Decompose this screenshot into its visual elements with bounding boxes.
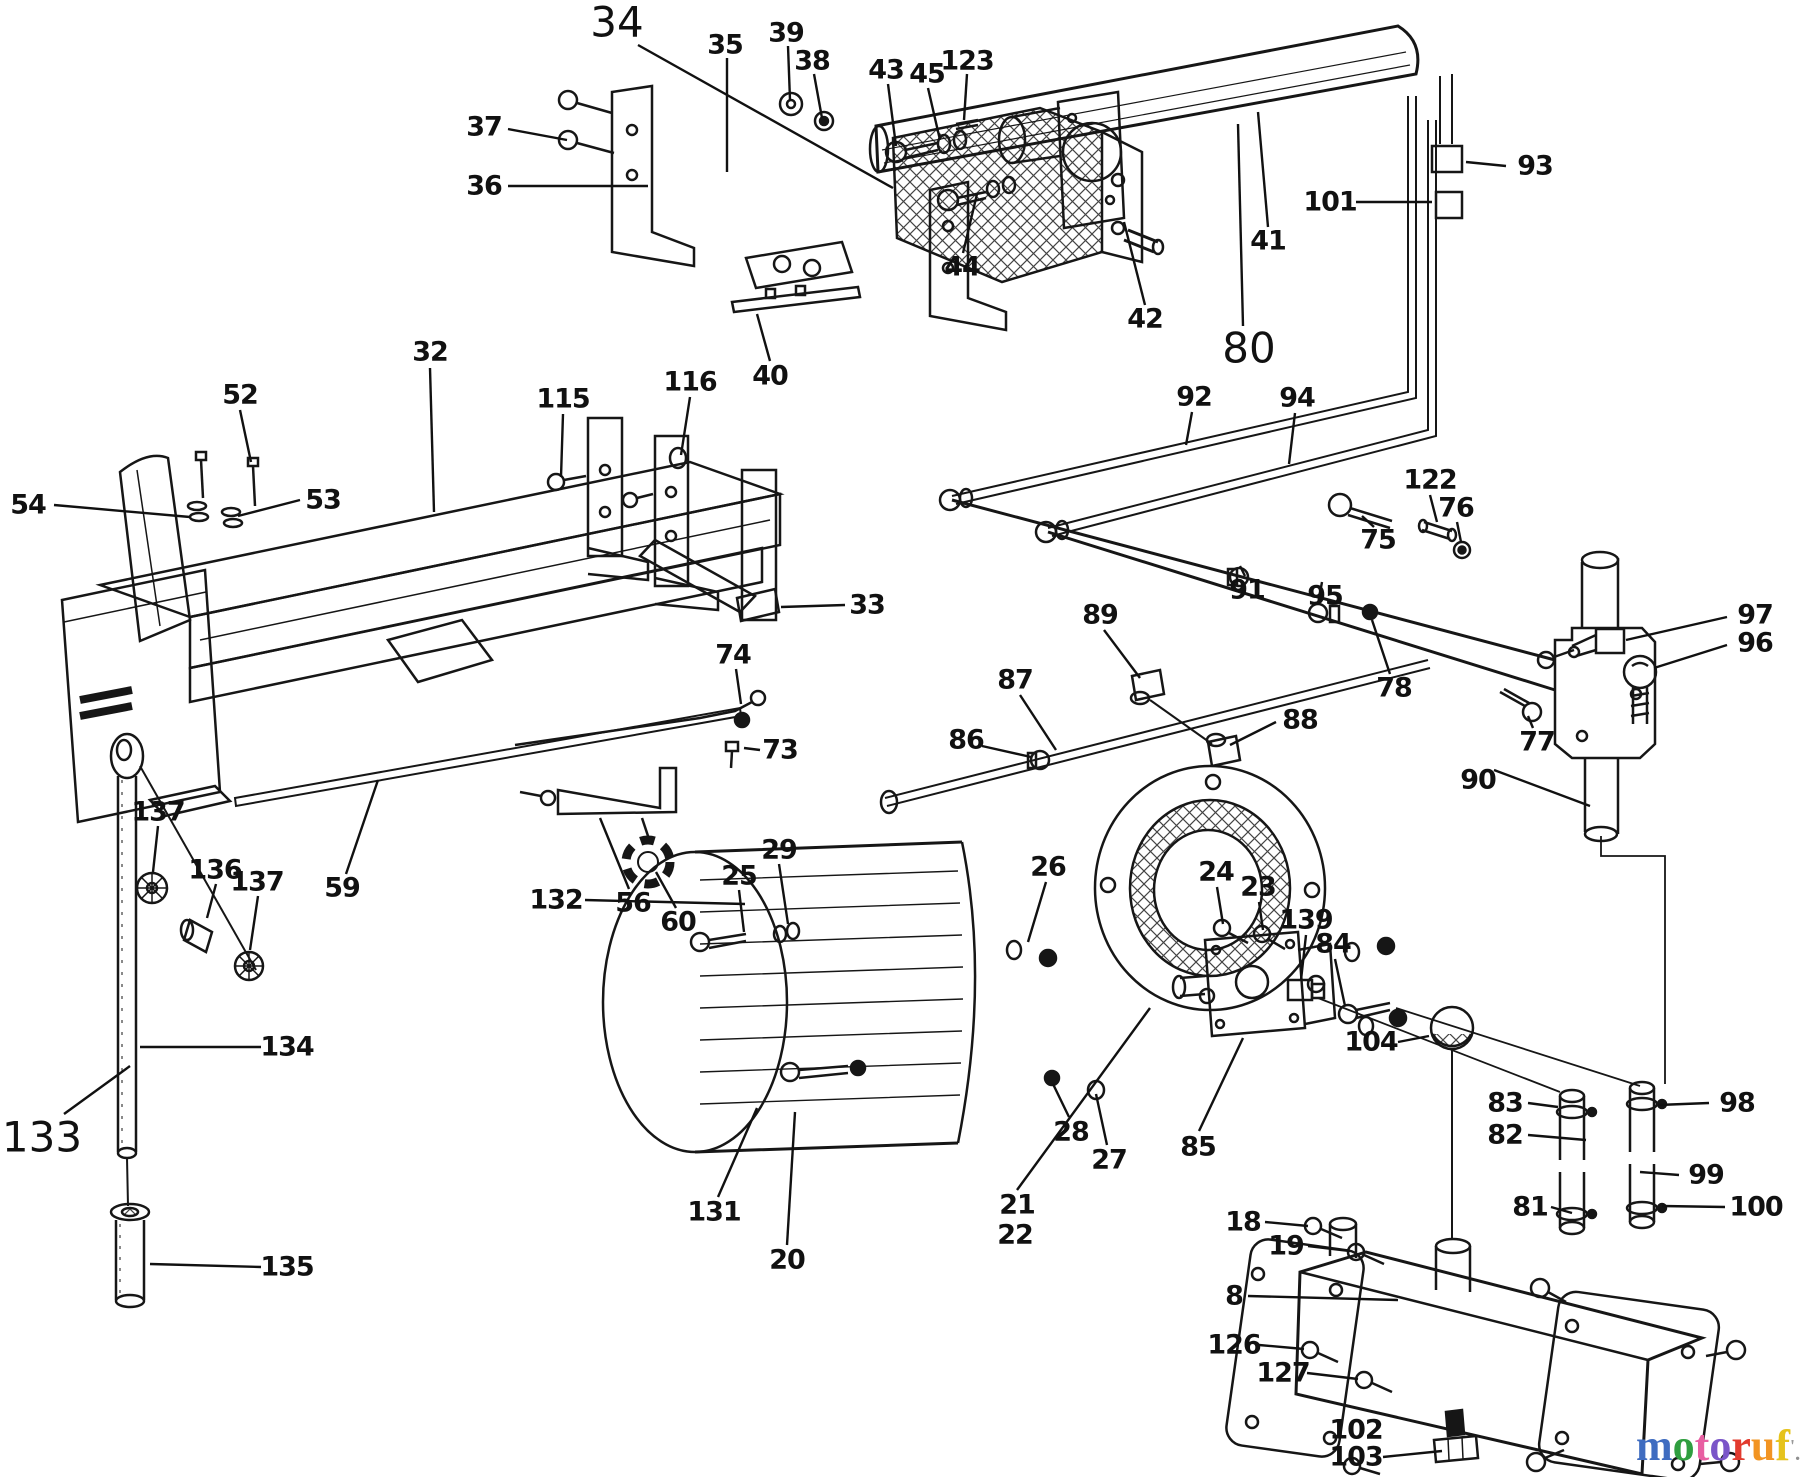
leader-line-131 — [716, 1107, 759, 1198]
leader-line-37 — [507, 127, 568, 142]
watermark-domain-suffix: .de — [1795, 1441, 1800, 1465]
brand-letter: o — [1709, 1421, 1732, 1470]
motor-group — [601, 764, 1666, 1154]
leader-line-91 — [1238, 565, 1247, 577]
screw-icon — [1300, 1216, 1747, 1476]
leader-line-77 — [1526, 715, 1535, 729]
leader-line-81 — [1550, 1205, 1573, 1215]
pusher-plate-group — [557, 84, 1144, 332]
leader-line-18 — [1264, 1220, 1309, 1228]
leader-line-27 — [1094, 1093, 1109, 1146]
leader-line-75 — [1361, 515, 1375, 528]
leader-line-96 — [1653, 643, 1728, 670]
leader-line-103 — [1382, 1449, 1443, 1459]
leader-line-97 — [1625, 615, 1728, 642]
elbow-fitting-icon — [938, 487, 1070, 544]
leader-line-45 — [926, 87, 942, 141]
screw-icon — [557, 89, 615, 155]
leader-line-115 — [559, 413, 565, 478]
leader-line-23 — [1257, 901, 1265, 931]
oil-tank-group — [1225, 1005, 1747, 1477]
motoruf-watermark: motoruf'.de — [1636, 1424, 1800, 1475]
leader-line-76 — [1455, 521, 1463, 543]
leader-line-25 — [737, 889, 746, 933]
leader-line-40 — [755, 313, 772, 362]
leader-line-52 — [238, 409, 253, 463]
leader-line-44 — [961, 193, 979, 254]
leader-line-38 — [812, 73, 824, 119]
leader-line-132 — [584, 898, 746, 906]
leader-line-74 — [734, 668, 743, 705]
leader-line-78 — [1370, 619, 1392, 675]
leader-line-92 — [1184, 411, 1194, 446]
leader-line-122 — [1428, 494, 1439, 523]
leader-line-127 — [1306, 1371, 1359, 1381]
brand-letter: r — [1731, 1421, 1751, 1470]
leader-line-86 — [981, 744, 1032, 759]
leader-line-135 — [149, 1262, 262, 1269]
cylinder-group — [868, 24, 1464, 544]
leader-line-28 — [1051, 1083, 1071, 1118]
leader-line-90 — [1493, 768, 1591, 808]
brand-letter: t — [1694, 1421, 1710, 1470]
leader-line-99 — [1639, 1170, 1680, 1177]
handle-group — [109, 732, 265, 1309]
leader-line-21 — [1016, 1007, 1151, 1191]
leader-line-116 — [679, 396, 692, 456]
star-washer-icon — [135, 871, 265, 982]
leader-line-8 — [1247, 1294, 1399, 1302]
leader-line-126 — [1258, 1343, 1305, 1351]
leader-line-33 — [780, 603, 846, 609]
leader-line-34 — [637, 43, 894, 190]
leader-line-80 — [1236, 123, 1245, 327]
hydraulic-lines-group — [879, 492, 1658, 843]
leader-line-123 — [962, 73, 969, 121]
leader-line-85 — [1197, 1037, 1245, 1132]
brand-letter: m — [1636, 1421, 1673, 1470]
leader-line-93 — [1465, 160, 1507, 168]
leader-line-19 — [1307, 1244, 1351, 1253]
leader-line-53 — [237, 498, 301, 518]
leader-line-98 — [1657, 1101, 1710, 1107]
leader-line-39 — [786, 45, 792, 101]
leader-line-56 — [598, 817, 631, 890]
leader-line-41 — [1256, 111, 1270, 228]
brand-letter: f — [1775, 1421, 1790, 1470]
leader-line-32 — [428, 367, 436, 513]
leader-line-87 — [1018, 694, 1058, 751]
leader-line-89 — [1103, 629, 1141, 679]
leader-line-137 — [151, 825, 160, 873]
leader-line-137 — [248, 895, 260, 951]
control-knob-group — [519, 766, 678, 889]
leader-line-84 — [1333, 958, 1347, 1007]
leader-line-88 — [1229, 720, 1277, 747]
brand-letter: o — [1672, 1421, 1695, 1470]
leader-line-133 — [63, 1065, 131, 1115]
leader-line-54 — [53, 503, 191, 519]
leader-line-104 — [1397, 1034, 1430, 1044]
leader-line-29 — [777, 863, 790, 925]
leader-line-26 — [1026, 881, 1048, 943]
leader-line-20 — [785, 1111, 797, 1246]
suction-tube-icon — [1555, 1080, 1668, 1236]
watermark-tick: ' — [1789, 1436, 1795, 1456]
leader-line-100 — [1661, 1204, 1726, 1209]
leader-line-73 — [743, 746, 761, 752]
leader-line-59 — [344, 779, 380, 875]
motoruf-brand-text: motoruf — [1636, 1421, 1790, 1470]
leader-line-136 — [205, 883, 218, 919]
leader-line-83 — [1527, 1101, 1559, 1109]
callout-leader-lines — [53, 43, 1728, 1459]
leader-line-94 — [1287, 412, 1297, 465]
leader-line-24 — [1215, 886, 1225, 925]
leader-line-42 — [1122, 221, 1147, 306]
leader-line-139 — [1299, 934, 1308, 981]
beam-group — [60, 416, 785, 824]
leader-line-43 — [886, 83, 898, 147]
brand-letter: u — [1750, 1421, 1776, 1470]
leader-line-95 — [1316, 581, 1324, 605]
leader-line-82 — [1527, 1133, 1587, 1142]
